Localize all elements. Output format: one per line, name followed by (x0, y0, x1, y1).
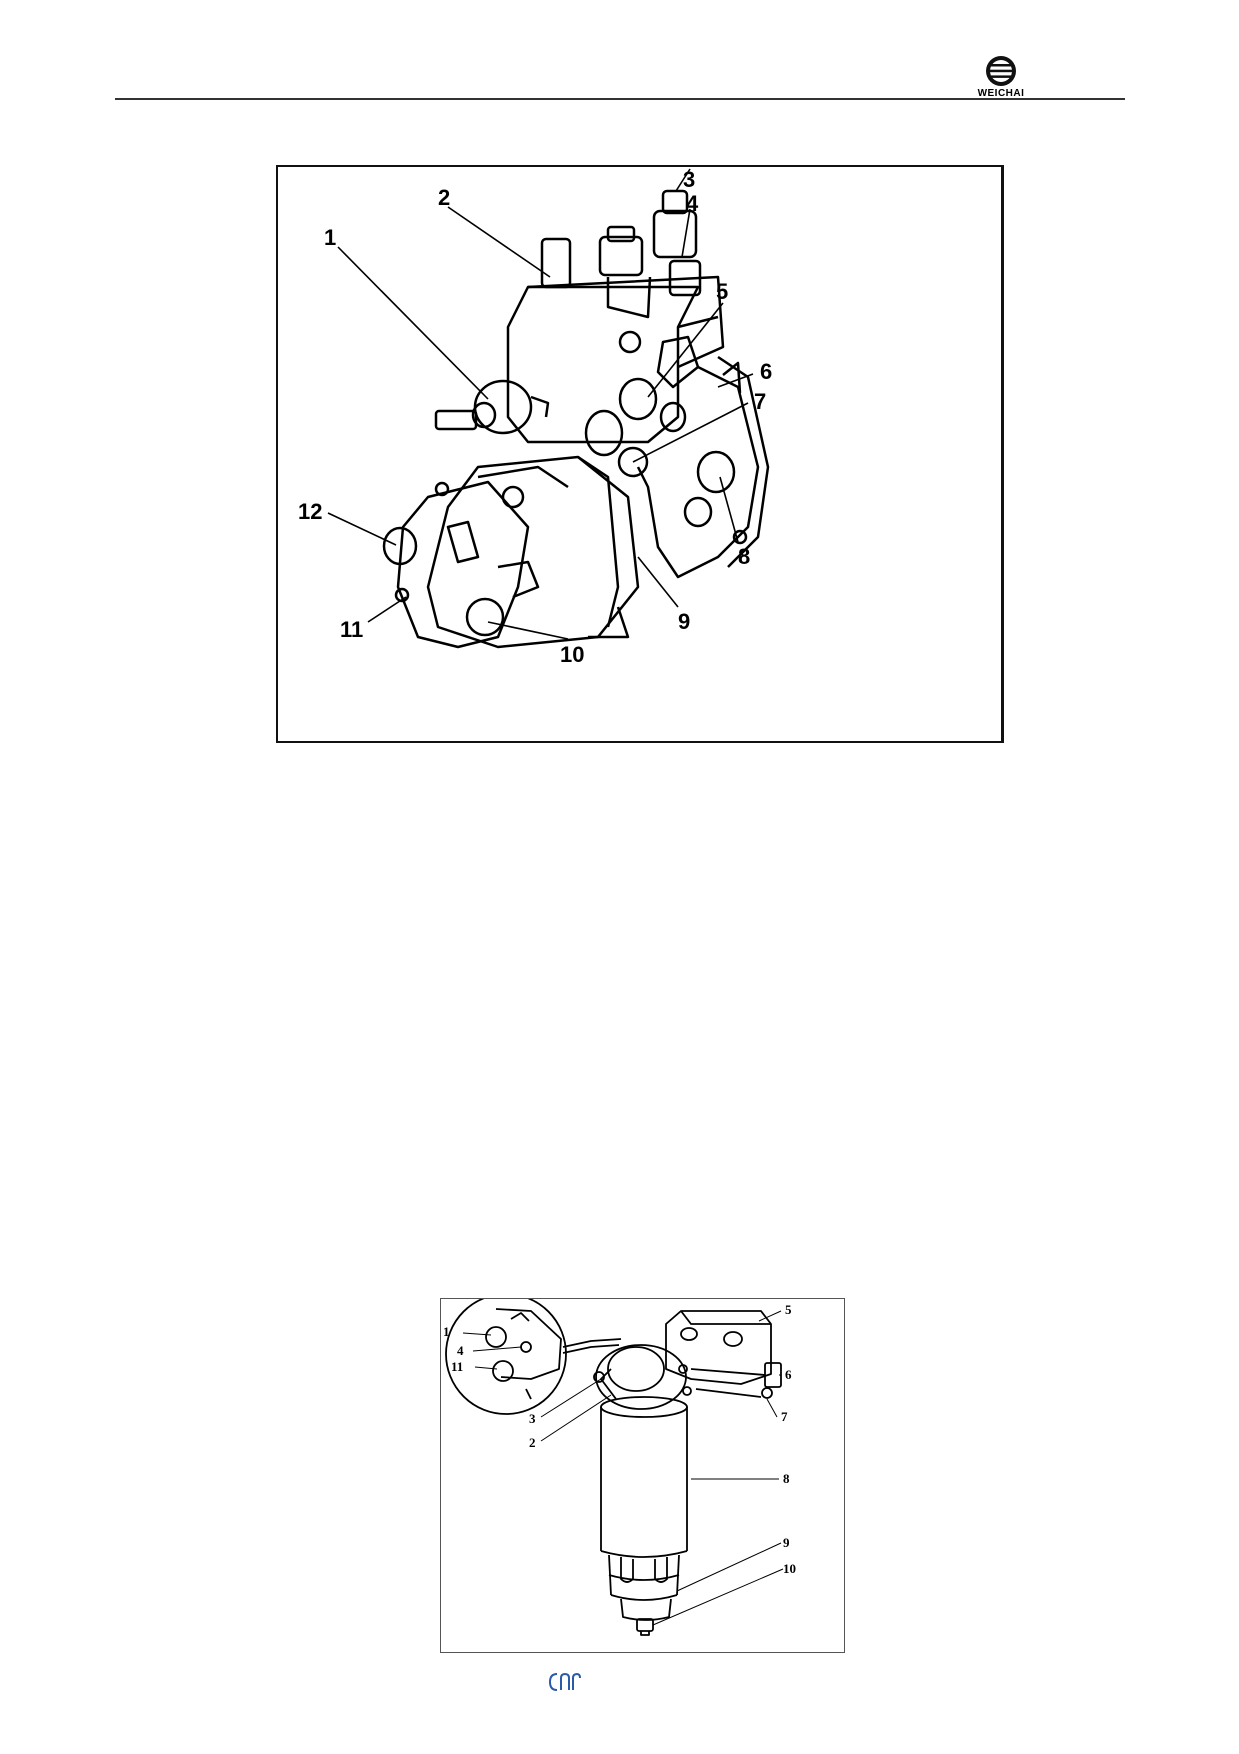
filter-callout-11: 11 (451, 1359, 463, 1374)
filter-callout-5: 5 (785, 1302, 792, 1317)
filter-callout-10: 10 (783, 1561, 796, 1576)
filter-callout-9: 9 (783, 1535, 790, 1550)
filter-callout-7: 7 (781, 1409, 788, 1424)
pump-callout-10: 10 (560, 642, 584, 667)
pump-drawing: 1 2 3 4 5 6 7 8 9 10 11 12 (298, 167, 772, 667)
pump-callout-5: 5 (716, 279, 728, 304)
pump-callout-8: 8 (738, 544, 750, 569)
weichai-logo: WEICHAI (966, 54, 1036, 104)
pump-callout-2: 2 (438, 185, 450, 210)
logo-text: WEICHAI (977, 88, 1025, 99)
filter-callout-4: 4 (457, 1343, 464, 1358)
footer-mark-icon (547, 1666, 583, 1694)
filter-callout-1: 1 (443, 1324, 450, 1339)
weichai-emblem-icon (986, 56, 1016, 86)
filter-callout-8: 8 (783, 1471, 790, 1486)
pump-callout-3: 3 (683, 167, 695, 192)
filter-callout-6: 6 (785, 1367, 792, 1382)
fuel-filter-figure: 1 4 11 3 2 5 6 7 8 9 10 (440, 1298, 845, 1653)
pump-callout-9: 9 (678, 609, 690, 634)
pump-callout-4: 4 (686, 191, 699, 216)
filter-callout-3: 3 (529, 1411, 536, 1426)
pump-callout-7: 7 (754, 389, 766, 414)
filter-callout-2: 2 (529, 1435, 536, 1450)
pump-callout-1: 1 (324, 225, 336, 250)
pump-callout-12: 12 (298, 499, 322, 524)
fuel-filter-drawing: 1 4 11 3 2 5 6 7 8 9 10 (443, 1299, 796, 1636)
pump-callout-6: 6 (760, 359, 772, 384)
pump-figure: 1 2 3 4 5 6 7 8 9 10 11 12 (276, 165, 1004, 743)
header-rule (115, 98, 1125, 100)
pump-callout-11: 11 (340, 617, 363, 642)
